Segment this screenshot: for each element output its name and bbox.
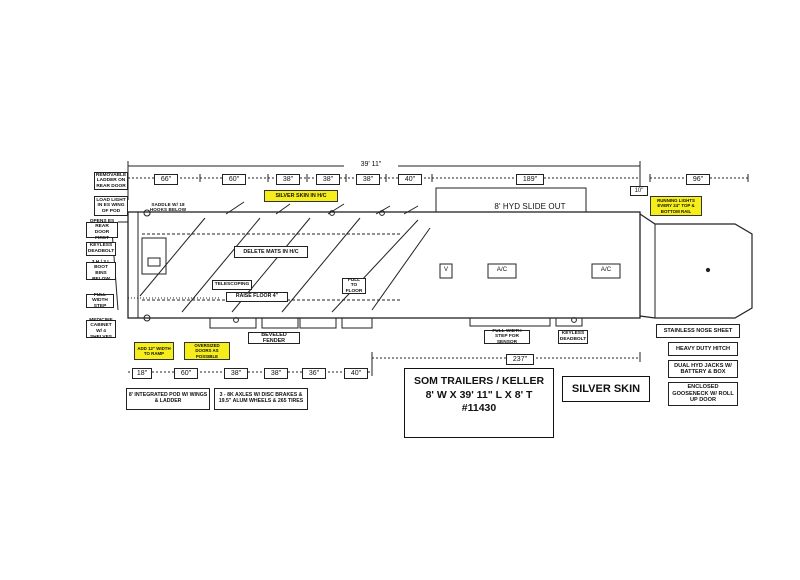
slide-out [435,187,587,213]
callout-full-width-step-right: FULL WIDTH STEP FOR SENSOR [484,329,530,345]
dim-top-2: 60" [222,174,246,185]
dim-bottom-1: 18" [132,368,152,379]
dim-top-1: 66" [154,174,178,185]
callout-medicine-cabinet: MEDICINE CABINET W/ 4 SHELVES [86,318,116,340]
ac-mid-box [487,263,517,279]
vent-box [439,263,453,279]
callout-keyless-deadbolt-right: KEYLESS DEADBOLT [558,330,588,344]
dim-top-3: 38" [276,174,300,185]
feature-hyd-jacks: DUAL HYD JACKS W/ BATTERY & BOX [668,360,738,378]
dim-slide-out: 237" [506,354,534,365]
highlight-oversized-doors: OVERSIZED DOORS AS POSSIBLE [184,342,230,360]
highlight-silver-skin-hc: SILVER SKIN IN H/C [264,190,338,202]
dim-top-8: 96" [686,174,710,185]
dim-overall: 39' 11" [344,161,398,168]
title-block: SOM TRAILERS / KELLER 8' W X 39' 11" L X… [404,368,554,438]
feature-gooseneck: ENCLOSED GOOSENECK W/ ROLL UP DOOR [668,382,738,406]
label-ac-front: A/C [600,267,612,273]
dim-bottom-4: 38" [264,368,288,379]
label-saddle-racks: SADDLE W/ 18 HOOKS BELOW [149,202,187,213]
gooseneck-nose [639,213,753,319]
callout-load-light: LOAD LIGHT IN ES WING OF POD [94,196,128,216]
feature-heavy-hitch: HEAVY DUTY HITCH [668,342,738,356]
dim-bottom-2: 60" [174,368,198,379]
dim-bottom-5: 36" [302,368,326,379]
title-line-3: #11430 [461,402,497,415]
title-line-2: 8' W X 39' 11" L X 8' T [425,388,533,401]
label-raise-floor: RAISE FLOOR 4" [226,292,288,302]
silver-skin-label: SILVER SKIN [562,376,650,402]
feature-axles: 3 - 8K AXLES W/ DISC BRAKES & 19.5" ALUM… [214,388,308,410]
label-ac-mid: A/C [496,267,508,273]
dim-bottom-3: 38" [224,368,248,379]
label-delete-mats: DELETE MATS IN H/C [234,246,308,258]
callout-boot-bins: 3 H / 3 L BOOT BINS BELOW [86,260,116,282]
label-full-to-floor: FULL TO FLOOR [342,278,366,294]
label-slide-out: 8' HYD SLIDE OUT [494,202,566,211]
callout-keyless-deadbolt-left: KEYLESS DEADBOLT [86,242,116,256]
label-beveled-fender: BEVELED FENDER [248,332,300,344]
title-line-1: SOM TRAILERS / KELLER [413,375,545,387]
dim-top-6: 40" [398,174,422,185]
dim-top-7: 189" [516,174,544,185]
label-telescoping: TELESCOPING [212,280,252,290]
ac-front-box [591,263,621,279]
dim-bottom-6: 40" [344,368,368,379]
feature-stainless-nose: STAINLESS NOSE SHEET [656,324,740,338]
label-vent: V [443,267,449,273]
callout-opens-rear-door: OPENS ES REAR DOOR FIRST [86,219,118,241]
rear-pod-cabinet [141,237,167,275]
dim-hitch-gap: 10" [630,186,648,196]
callout-full-width-step-left: FULL WIDTH STEP [86,293,114,309]
dim-top-5: 38" [356,174,380,185]
highlight-add-width-ramp: ADD 12" WIDTH TO RAMP [134,342,174,360]
callout-removable-ladder: REMOVABLE LADDER ON REAR DOOR [94,172,128,190]
highlight-running-lights: RUNNING LIGHTS EVERY 24" TOP & BOTTOM RA… [650,196,702,216]
feature-integrated-pod: 8' INTEGRATED POD W/ WINGS & LADDER [126,388,210,410]
dim-top-4: 38" [316,174,340,185]
trailer-body [127,211,641,319]
